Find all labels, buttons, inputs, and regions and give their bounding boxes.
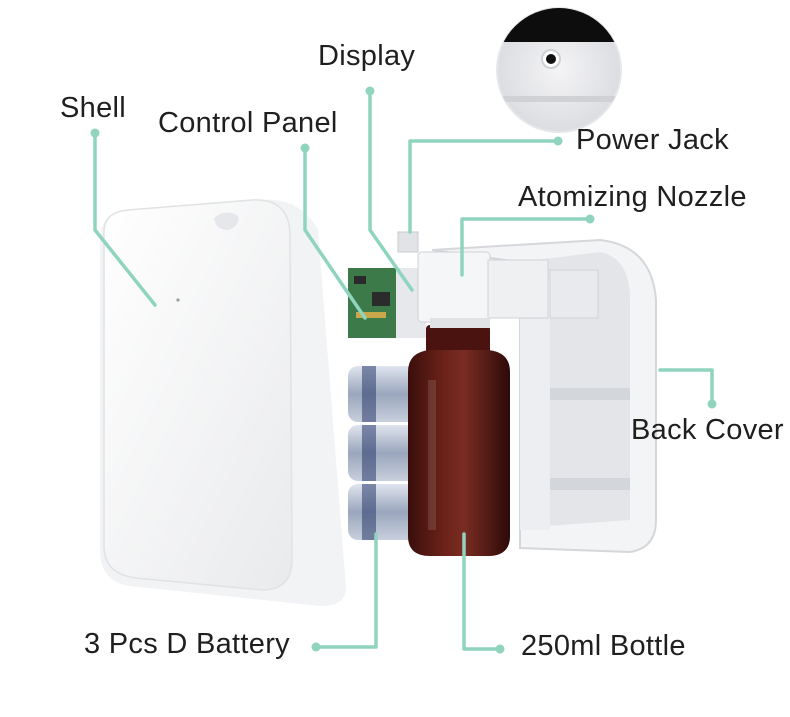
label-battery: 3 Pcs D Battery	[84, 628, 290, 660]
label-back-cover: Back Cover	[631, 414, 784, 446]
label-display: Display	[318, 40, 416, 72]
shell-part	[100, 199, 346, 606]
bottle-part	[408, 325, 510, 556]
label-bottle: 250ml Bottle	[521, 630, 686, 662]
control-panel-part	[348, 268, 426, 338]
back-cover-part	[431, 238, 657, 554]
leader-dots	[90, 86, 717, 654]
label-atomizing-nozzle: Atomizing Nozzle	[518, 181, 747, 213]
label-power-jack: Power Jack	[576, 124, 729, 156]
battery-stack	[348, 366, 416, 540]
nozzle-part	[397, 231, 599, 328]
label-shell: Shell	[60, 92, 126, 124]
power-jack-inset	[496, 7, 622, 133]
label-control-panel: Control Panel	[158, 107, 338, 139]
leader-lines	[93, 89, 714, 651]
